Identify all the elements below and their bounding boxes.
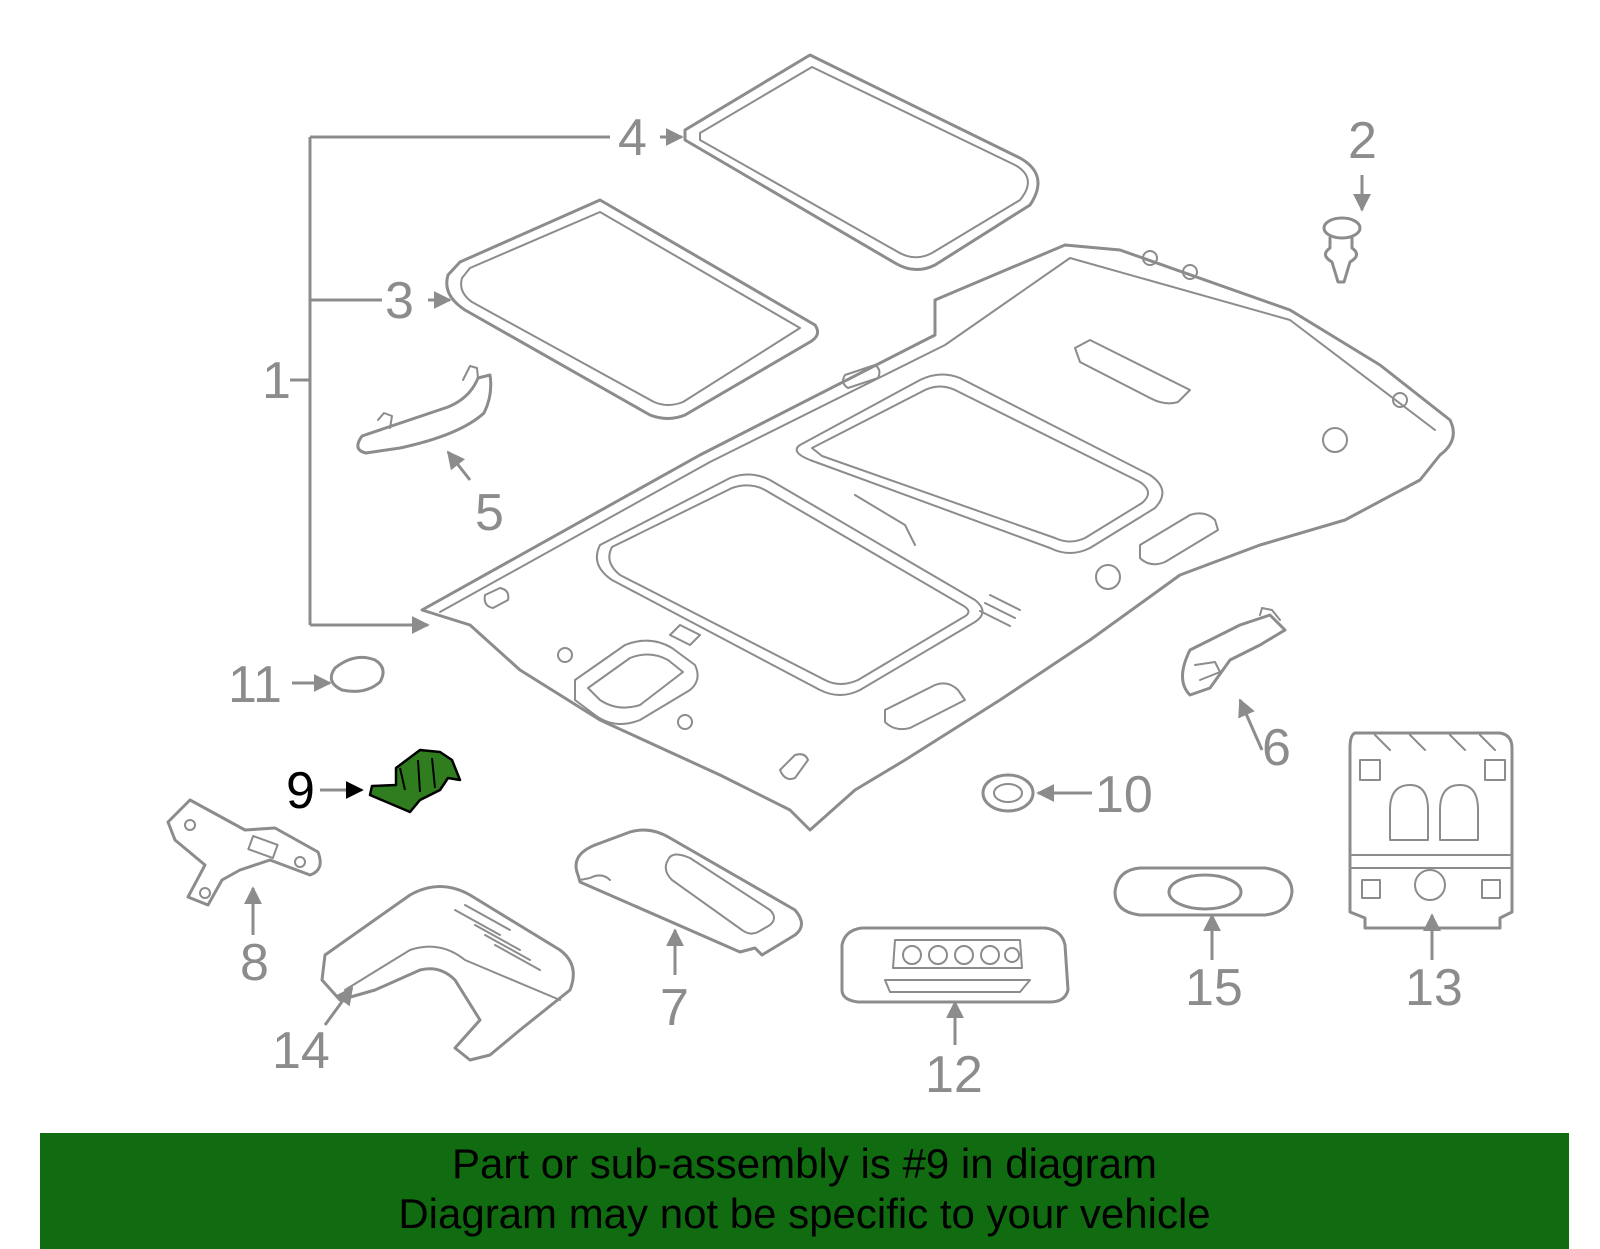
callout-11: 11 bbox=[228, 656, 282, 714]
callout-1: 1 bbox=[262, 352, 291, 410]
leader-lines bbox=[244, 128, 1441, 1045]
notice-line-1: Part or sub-assembly is #9 in diagram bbox=[452, 1140, 1157, 1187]
part-5-grab-handle bbox=[356, 365, 493, 455]
part-10-grommet bbox=[981, 773, 1035, 813]
callout-2: 2 bbox=[1348, 112, 1377, 170]
callout-7: 7 bbox=[660, 979, 689, 1037]
callout-3: 3 bbox=[385, 272, 414, 330]
callout-13: 13 bbox=[1405, 959, 1463, 1017]
callout-15: 15 bbox=[1185, 959, 1243, 1017]
notice-line-2: Diagram may not be specific to your vehi… bbox=[398, 1190, 1211, 1237]
callout-8: 8 bbox=[240, 934, 269, 992]
part-9-highlighted bbox=[368, 748, 462, 814]
part-1-headliner bbox=[420, 243, 1455, 832]
callout-9: 9 bbox=[286, 762, 315, 820]
part-7-sun-visor bbox=[574, 828, 803, 957]
notice-banner: Part or sub-assembly is #9 in diagram Di… bbox=[40, 1133, 1569, 1249]
callout-6: 6 bbox=[1262, 719, 1291, 777]
part-3-sunroof-panel bbox=[445, 198, 820, 420]
part-15-lamp-lens bbox=[1113, 866, 1294, 917]
part-14-console-cover bbox=[320, 885, 575, 1062]
part-2-push-clip bbox=[1322, 216, 1362, 284]
part-12-overhead-console bbox=[840, 926, 1070, 1004]
callout-5: 5 bbox=[475, 484, 504, 542]
callout-4: 4 bbox=[618, 109, 647, 167]
part-11-plug bbox=[329, 655, 385, 693]
callout-12: 12 bbox=[925, 1046, 983, 1104]
callout-14: 14 bbox=[272, 1022, 330, 1080]
part-8-bracket bbox=[166, 798, 322, 907]
part-6-grab-handle bbox=[1181, 607, 1287, 697]
callout-labels: 1 2 3 4 5 6 7 8 9 10 11 12 13 14 15 bbox=[228, 109, 1463, 1104]
part-13-control-module bbox=[1348, 731, 1514, 930]
part-4-sunroof-panel bbox=[683, 53, 1040, 271]
callout-10: 10 bbox=[1095, 766, 1153, 824]
